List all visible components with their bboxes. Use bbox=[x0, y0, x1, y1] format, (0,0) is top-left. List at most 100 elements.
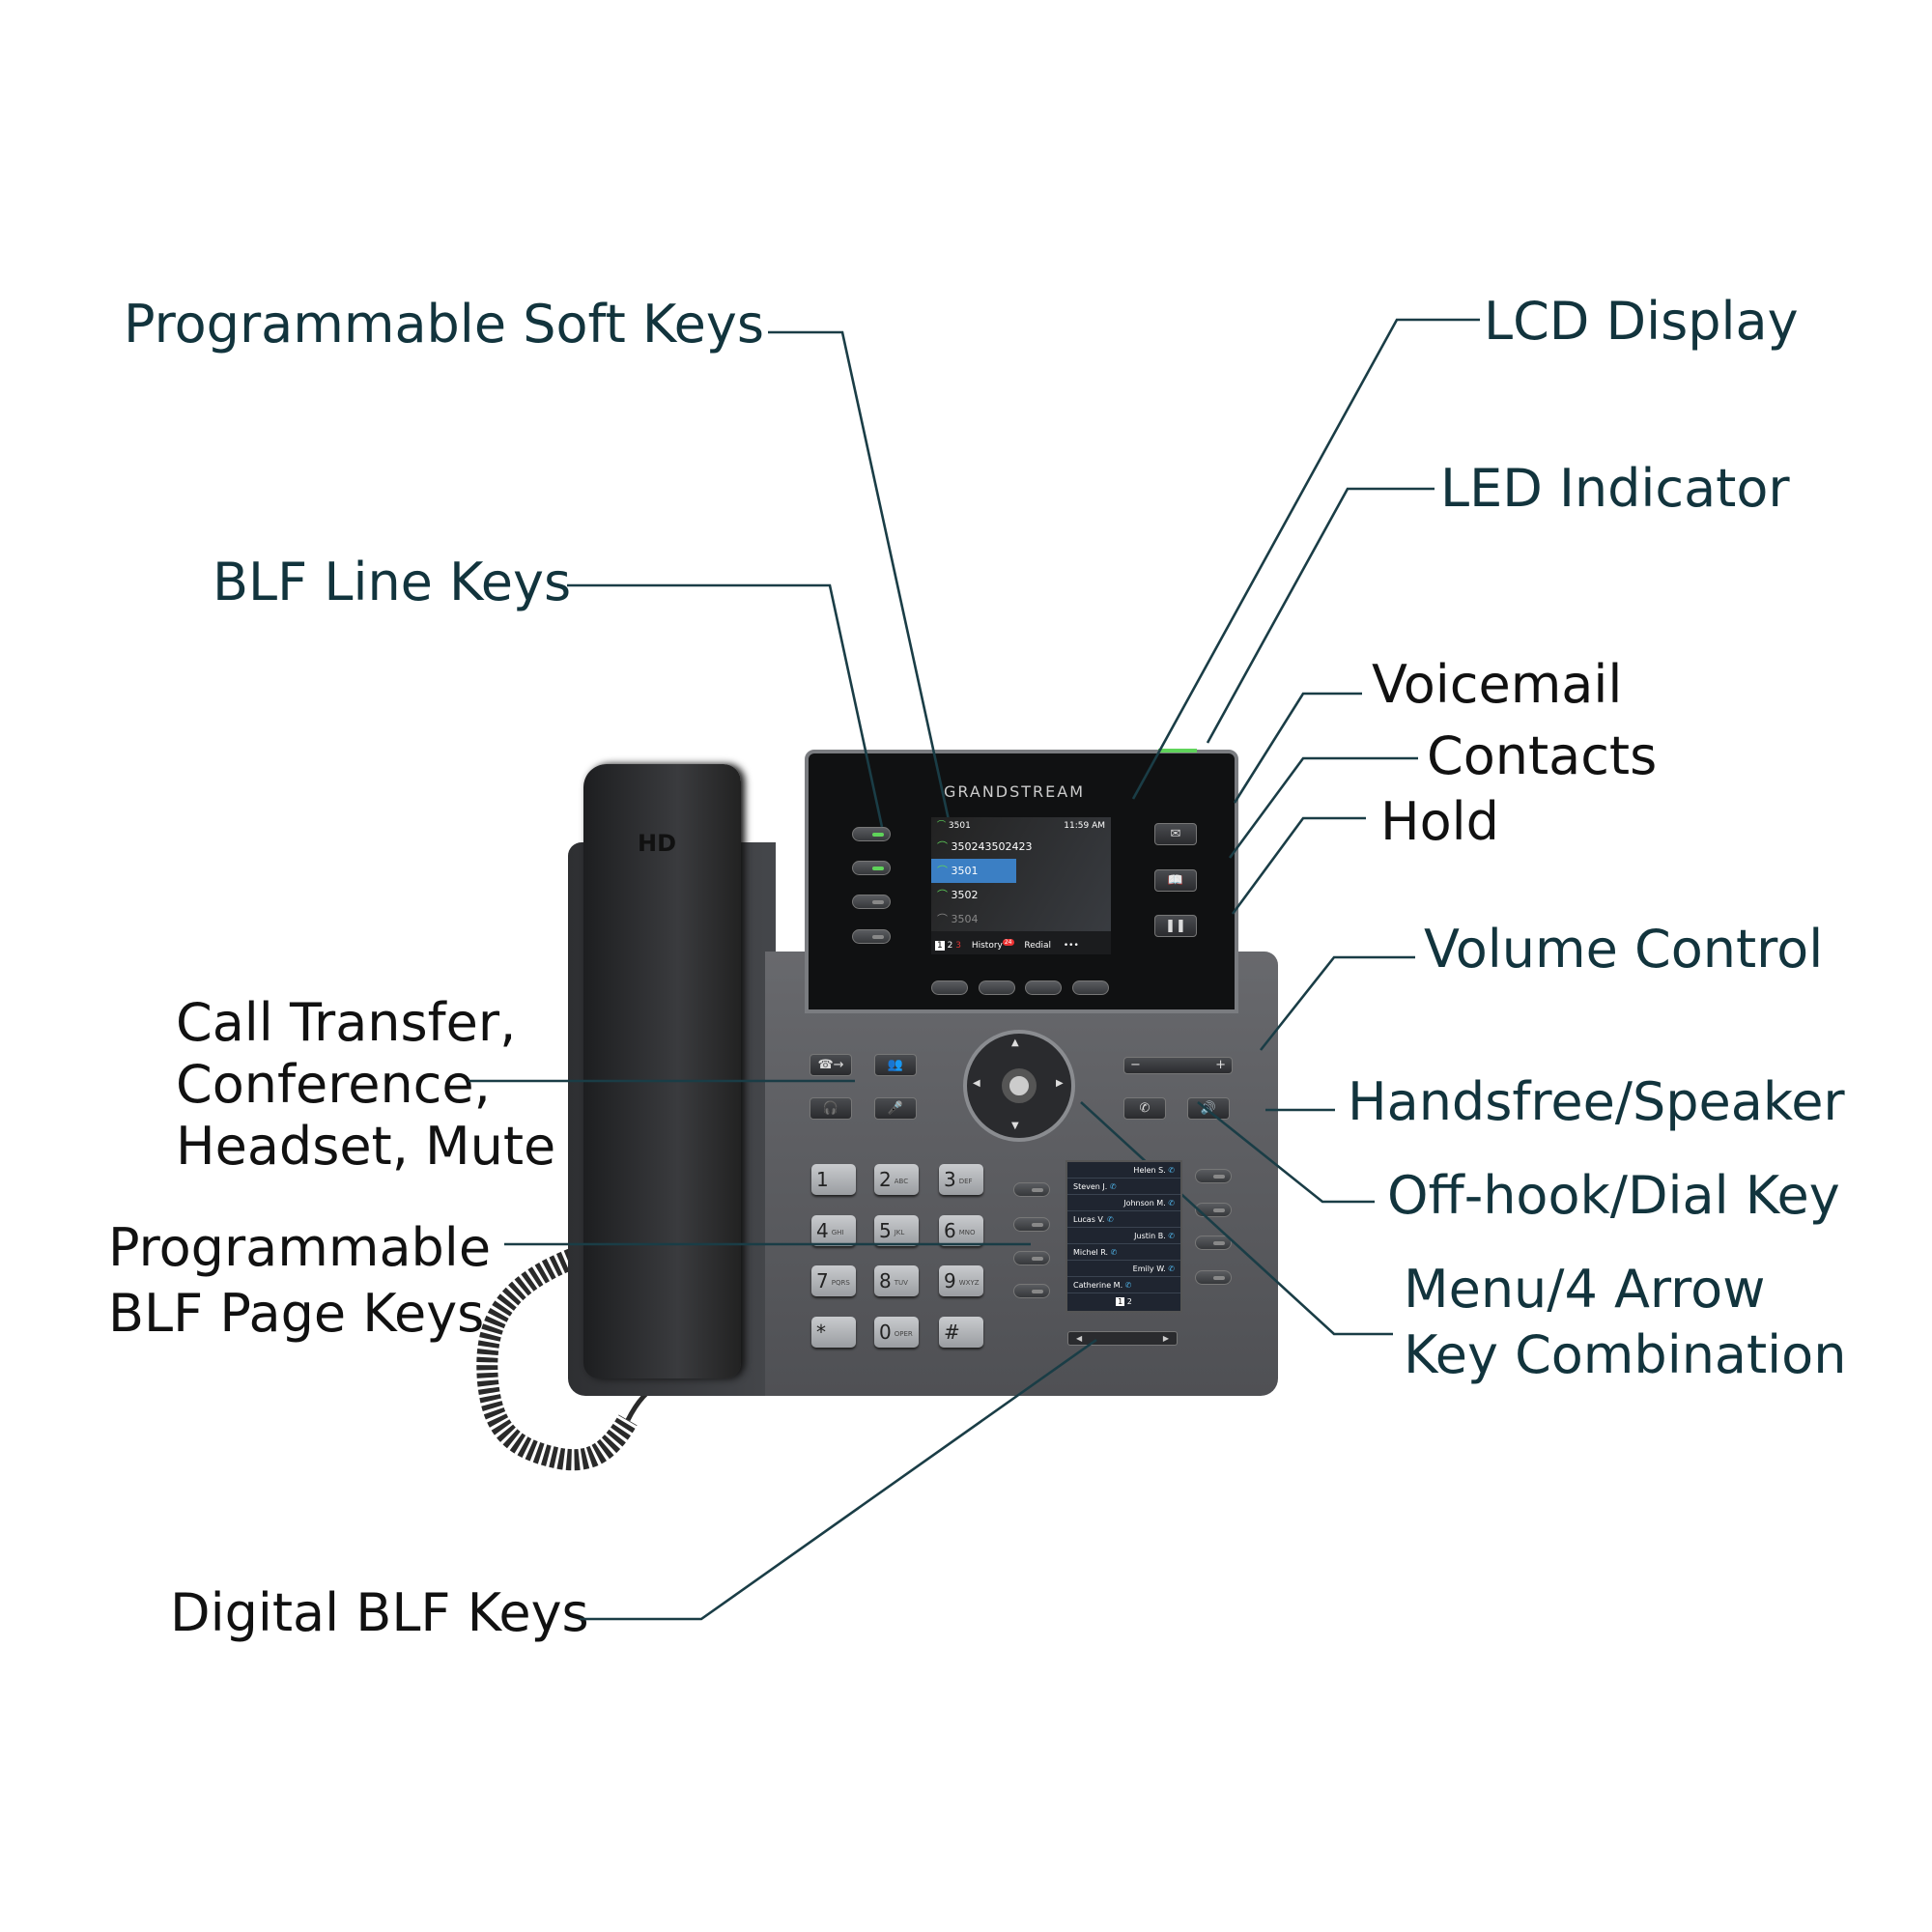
contact-name: Catherine M. bbox=[1073, 1281, 1123, 1290]
navigation-pad[interactable]: ▲ ▼ ◀ ▶ bbox=[963, 1030, 1075, 1142]
headset-button[interactable]: 🎧 bbox=[810, 1097, 852, 1120]
handset: HD bbox=[583, 764, 741, 1378]
blf-contact-row[interactable]: Catherine M. ✆ bbox=[1067, 1277, 1180, 1293]
key-digit: # bbox=[944, 1321, 960, 1344]
blf-page-key-6[interactable] bbox=[1195, 1203, 1232, 1217]
book-icon: 📖 bbox=[1167, 873, 1184, 888]
label-contacts: Contacts bbox=[1427, 725, 1658, 786]
softkey-redial[interactable]: Redial bbox=[1024, 941, 1051, 951]
line-row-3[interactable]: ⌒ 3502 bbox=[937, 889, 979, 901]
key-digit: 1 bbox=[816, 1168, 829, 1191]
blf-page-key-2[interactable] bbox=[1013, 1217, 1050, 1232]
volume-control[interactable]: − + bbox=[1123, 1057, 1233, 1074]
blf-page-key-7[interactable] bbox=[1195, 1236, 1232, 1250]
keypad-key[interactable]: * bbox=[811, 1317, 856, 1348]
hold-button[interactable]: ❚❚ bbox=[1154, 915, 1197, 937]
arrow-right-icon[interactable]: ▶ bbox=[1056, 1078, 1064, 1089]
volume-minus[interactable]: − bbox=[1130, 1058, 1141, 1072]
offhook-dial-button[interactable]: ✆ bbox=[1123, 1097, 1166, 1120]
soft-key-3[interactable] bbox=[1025, 980, 1062, 995]
contact-status-icon: ✆ bbox=[1110, 1248, 1118, 1257]
keypad-key[interactable]: 1 bbox=[811, 1164, 856, 1195]
voicemail-button[interactable]: ✉ bbox=[1154, 823, 1197, 845]
blf-page-key-1[interactable] bbox=[1013, 1182, 1050, 1197]
blf-page-left-icon[interactable]: ◀ bbox=[1076, 1334, 1083, 1343]
soft-key-2[interactable] bbox=[979, 980, 1015, 995]
blf-page-key-4[interactable] bbox=[1013, 1284, 1050, 1298]
blf-page-key-3[interactable] bbox=[1013, 1251, 1050, 1265]
key-digit: 3 bbox=[944, 1168, 956, 1191]
label-handsfree-speaker: Handsfree/Speaker bbox=[1348, 1071, 1845, 1132]
blf-contact-row[interactable]: Helen S. ✆ bbox=[1067, 1162, 1180, 1179]
arrow-up-icon[interactable]: ▲ bbox=[1011, 1037, 1019, 1048]
contact-status-icon: ✆ bbox=[1124, 1281, 1132, 1290]
key-digit: 7 bbox=[816, 1269, 829, 1293]
label-headset-mute: Headset, Mute bbox=[176, 1116, 556, 1177]
contact-status-icon: ✆ bbox=[1168, 1264, 1175, 1273]
speaker-button[interactable]: 🔊 bbox=[1187, 1097, 1230, 1120]
transfer-icon: ☎→ bbox=[817, 1058, 844, 1072]
transfer-button[interactable]: ☎→ bbox=[810, 1054, 852, 1076]
blf-page-right-icon[interactable]: ▶ bbox=[1162, 1334, 1169, 1343]
menu-ok-button[interactable] bbox=[1002, 1068, 1037, 1103]
key-letters: GHI bbox=[831, 1228, 844, 1236]
blf-contact-row[interactable]: Johnson M. ✆ bbox=[1067, 1195, 1180, 1211]
soft-key-4[interactable] bbox=[1072, 980, 1109, 995]
line-row-1[interactable]: ⌒ 350243502423 bbox=[937, 840, 1033, 853]
key-letters: DEF bbox=[958, 1177, 973, 1185]
blf-page-key-8[interactable] bbox=[1195, 1270, 1232, 1285]
blf-page-bar[interactable]: ◀▶ bbox=[1067, 1331, 1178, 1346]
contact-name: Helen S. bbox=[1133, 1166, 1166, 1175]
blf-page-1[interactable]: 1 bbox=[1116, 1297, 1125, 1306]
softkey-history[interactable]: History bbox=[971, 941, 1003, 951]
contact-status-icon: ✆ bbox=[1168, 1232, 1175, 1240]
label-led-indicator: LED Indicator bbox=[1440, 458, 1790, 519]
conference-button[interactable]: 👥 bbox=[874, 1054, 917, 1076]
key-digit: * bbox=[816, 1321, 826, 1344]
page-2[interactable]: 2 bbox=[947, 941, 953, 951]
key-letters: TUV bbox=[894, 1278, 908, 1287]
arrow-down-icon[interactable]: ▼ bbox=[1011, 1121, 1019, 1131]
page-3[interactable]: 3 bbox=[955, 941, 961, 951]
blf-line-key-4[interactable] bbox=[852, 929, 891, 944]
contact-status-icon: ✆ bbox=[1106, 1215, 1114, 1224]
blf-screen-pages: 1 2 bbox=[1067, 1293, 1180, 1310]
line-row-4[interactable]: ⌒ 3504 bbox=[937, 913, 979, 925]
blf-contact-row[interactable]: Michel R. ✆ bbox=[1067, 1244, 1180, 1261]
blf-line-key-1[interactable] bbox=[852, 827, 891, 841]
blf-contact-row[interactable]: Emily W. ✆ bbox=[1067, 1261, 1180, 1277]
conference-icon: 👥 bbox=[887, 1058, 904, 1072]
line-row-2[interactable]: ⌒ 3501 bbox=[931, 859, 1016, 883]
contacts-button[interactable]: 📖 bbox=[1154, 869, 1197, 892]
softkey-more[interactable]: ••• bbox=[1063, 941, 1079, 951]
key-digit: 6 bbox=[944, 1219, 956, 1242]
mute-button[interactable]: 🎤 bbox=[874, 1097, 917, 1120]
blf-contact-row[interactable]: Steven J. ✆ bbox=[1067, 1179, 1180, 1195]
envelope-icon: ✉ bbox=[1170, 827, 1181, 841]
contact-name: Michel R. bbox=[1073, 1248, 1109, 1257]
blf-page-2[interactable]: 2 bbox=[1126, 1297, 1132, 1306]
key-letters: WXYZ bbox=[958, 1278, 980, 1287]
keypad-key[interactable]: # bbox=[939, 1317, 983, 1348]
volume-plus[interactable]: + bbox=[1215, 1058, 1226, 1072]
label-volume-control: Volume Control bbox=[1424, 919, 1824, 980]
arrow-left-icon[interactable]: ◀ bbox=[973, 1078, 980, 1089]
blf-page-key-5[interactable] bbox=[1195, 1169, 1232, 1183]
status-time: 11:59 AM bbox=[1064, 821, 1105, 831]
blf-line-key-3[interactable] bbox=[852, 895, 891, 909]
blf-contact-row[interactable]: Justin B. ✆ bbox=[1067, 1228, 1180, 1244]
contact-name: Johnson M. bbox=[1123, 1199, 1166, 1208]
page-1[interactable]: 1 bbox=[935, 941, 945, 951]
blf-line-key-2[interactable] bbox=[852, 861, 891, 875]
soft-key-1[interactable] bbox=[931, 980, 968, 995]
blf-contact-row[interactable]: Lucas V. ✆ bbox=[1067, 1211, 1180, 1228]
